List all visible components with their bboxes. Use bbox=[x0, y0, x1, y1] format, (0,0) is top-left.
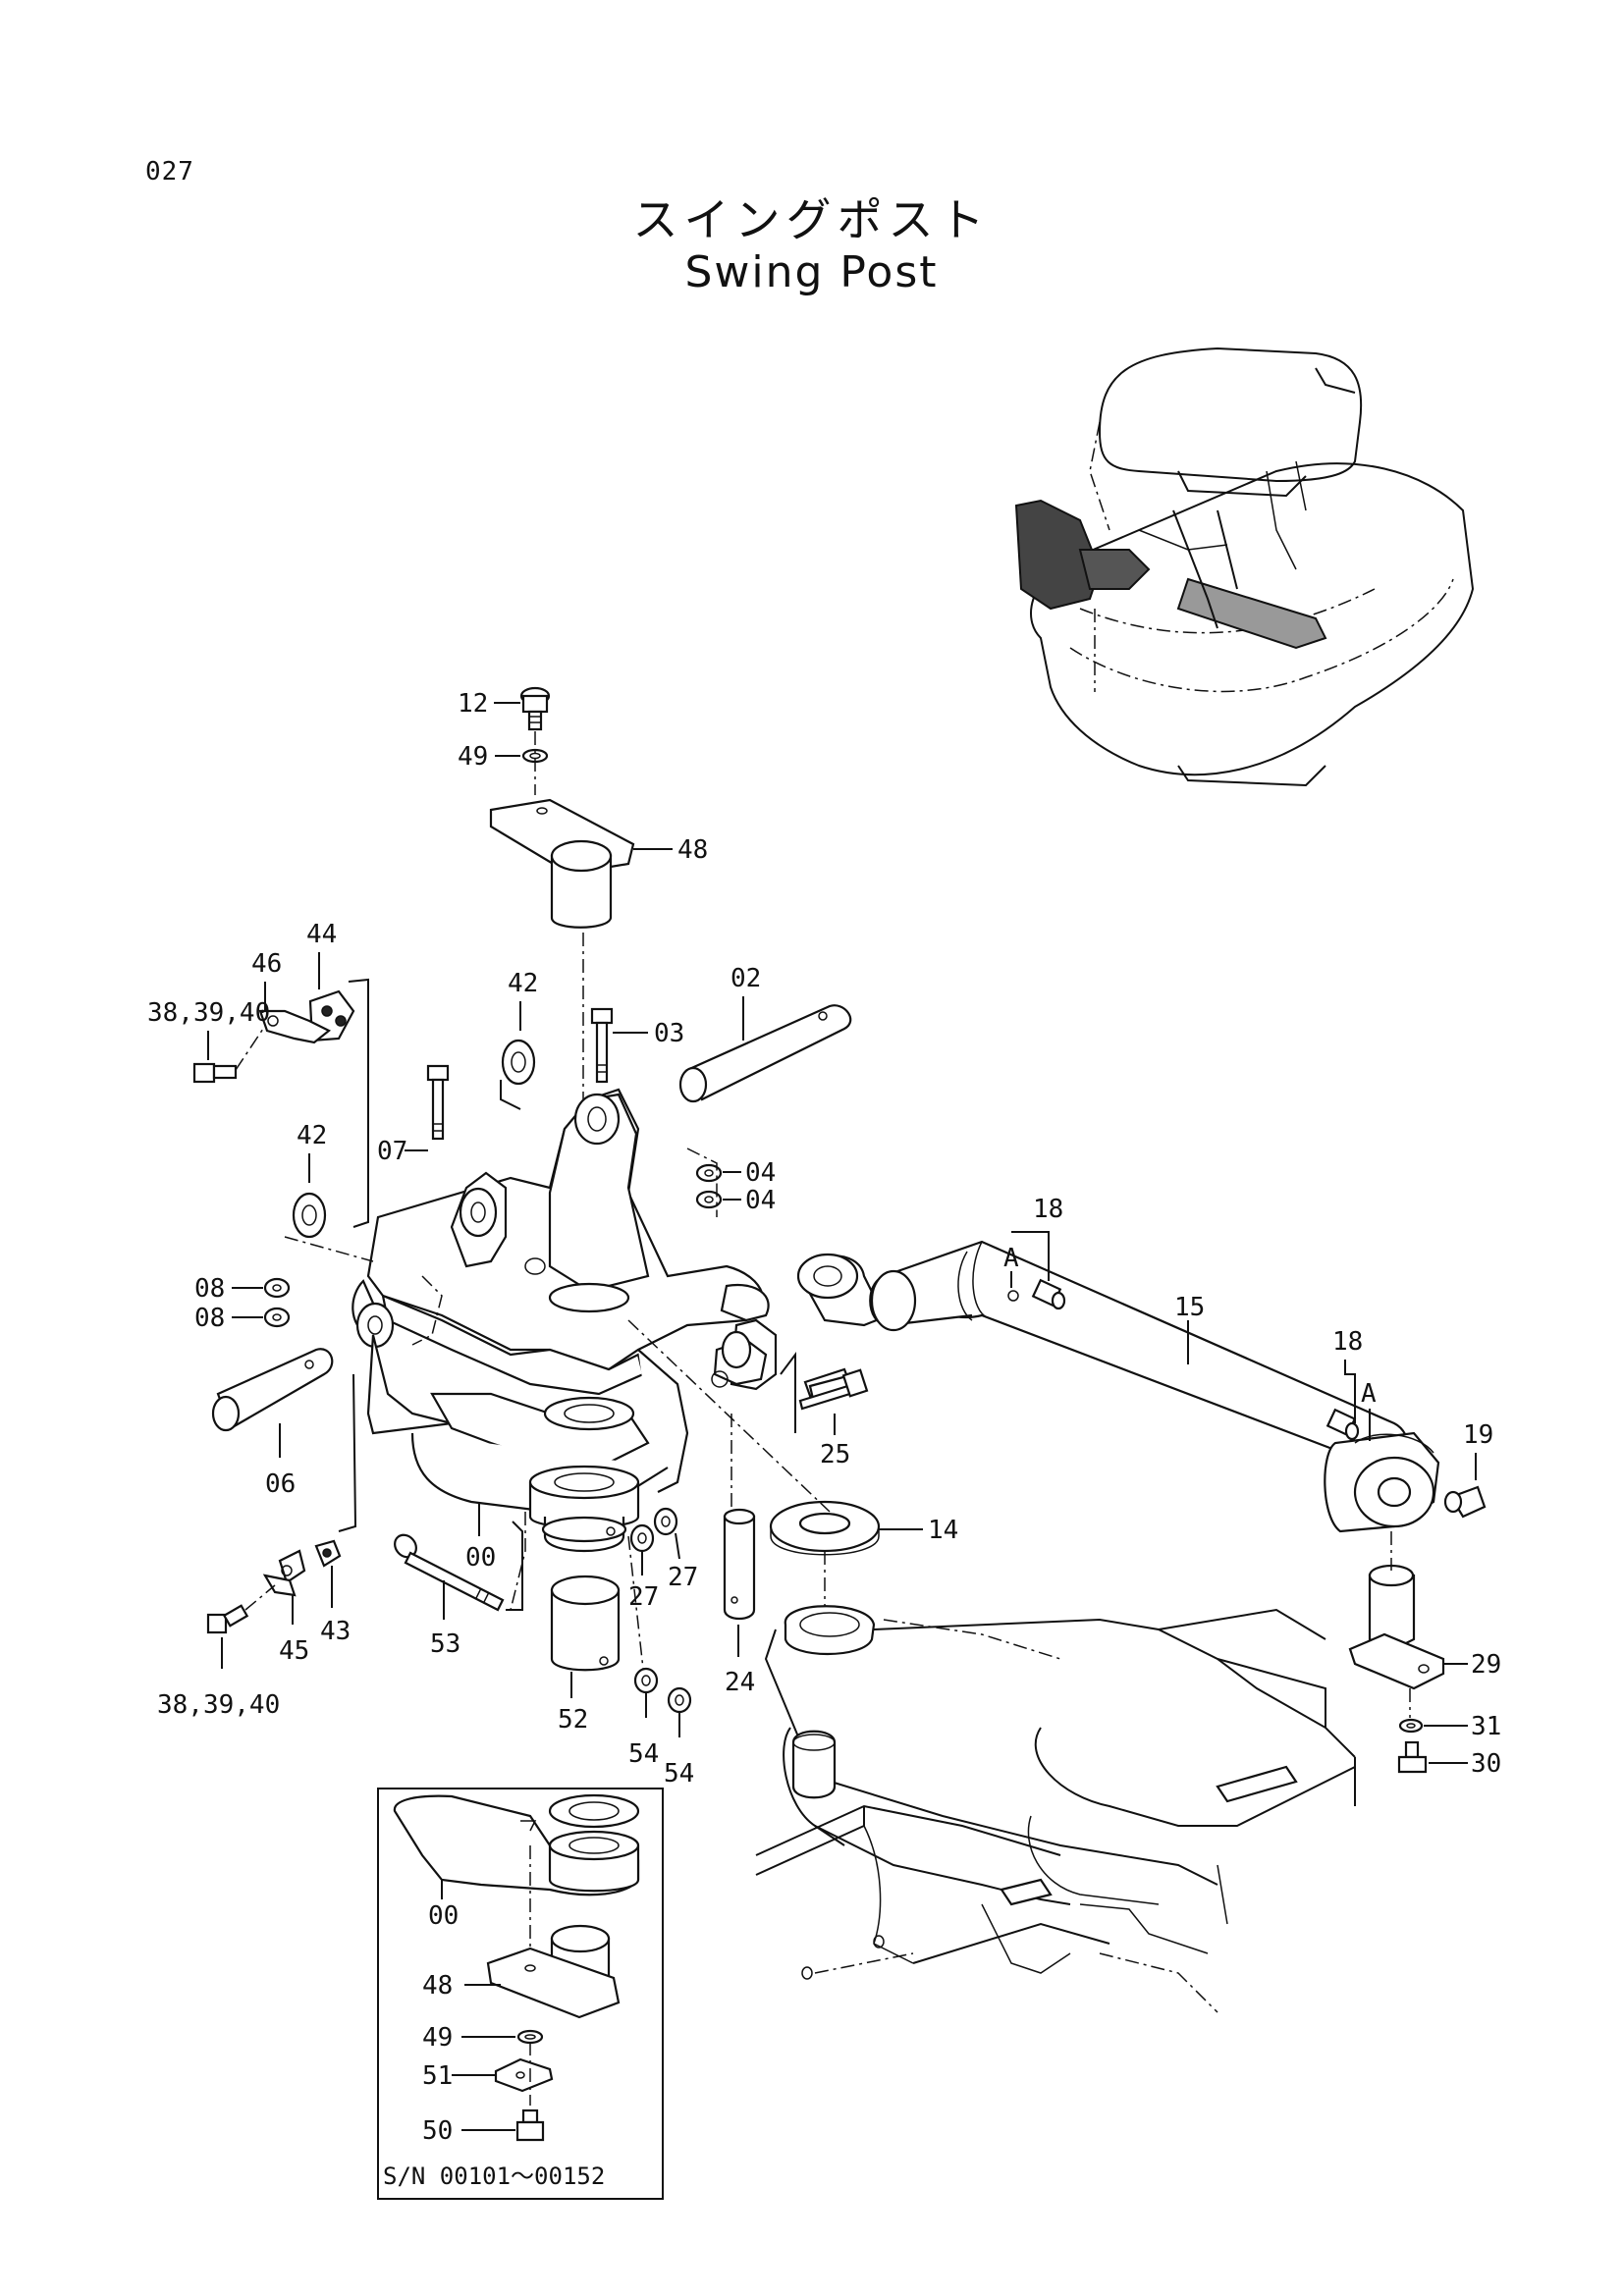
frame-structure bbox=[755, 1605, 1356, 2013]
part-42-washer-a bbox=[501, 1039, 536, 1086]
callout-49-inset: 49 bbox=[422, 2023, 453, 2053]
callout-00: 00 bbox=[465, 1543, 496, 1573]
callout-04-a: 04 bbox=[745, 1158, 776, 1188]
part-08-nut-a bbox=[263, 1277, 291, 1299]
callout-27-a: 27 bbox=[628, 1582, 659, 1612]
part-27-nut-b bbox=[653, 1507, 678, 1536]
callout-52: 52 bbox=[558, 1705, 588, 1735]
part-04-nut-a bbox=[695, 1163, 723, 1183]
callout-54-a: 54 bbox=[628, 1739, 659, 1769]
part-24-pin bbox=[723, 1508, 756, 1621]
callout-42-a: 42 bbox=[508, 969, 538, 998]
callout-08-b: 08 bbox=[194, 1304, 225, 1333]
part-08-nut-b bbox=[263, 1307, 291, 1328]
part-04-nut-b bbox=[695, 1190, 723, 1209]
callout-45: 45 bbox=[279, 1636, 309, 1666]
callout-38-39-40-bottom: 38,39,40 bbox=[157, 1690, 280, 1720]
part-53-long-bolt bbox=[394, 1533, 505, 1612]
swing-post-bracket bbox=[352, 1088, 770, 1552]
title-japanese: スイングポスト bbox=[632, 193, 991, 246]
page-number: 027 bbox=[145, 157, 194, 187]
callout-25: 25 bbox=[820, 1440, 850, 1469]
part-42-washer-b bbox=[292, 1192, 327, 1239]
part-43-cushion bbox=[314, 1539, 342, 1568]
part-29-pin-plate bbox=[1348, 1564, 1445, 1690]
callout-48-top: 48 bbox=[677, 835, 708, 865]
part-19-fitting bbox=[1443, 1485, 1487, 1519]
title-english: Swing Post bbox=[684, 247, 939, 297]
part-54-nut-a bbox=[633, 1667, 659, 1694]
part-14-thrust-washer bbox=[769, 1500, 881, 1556]
serial-inset bbox=[377, 1788, 664, 2200]
inset-serial-range: S/N 00101～00152 bbox=[383, 2163, 605, 2190]
cylinder-rod-eye bbox=[796, 1253, 891, 1327]
callout-48-inset: 48 bbox=[422, 1971, 453, 2001]
callout-18-b: 18 bbox=[1332, 1327, 1363, 1357]
part-45-clamp bbox=[262, 1549, 306, 1597]
callout-15: 15 bbox=[1174, 1293, 1205, 1322]
part-54-nut-b bbox=[667, 1686, 692, 1714]
callout-00-inset: 00 bbox=[428, 1901, 459, 1931]
callout-06: 06 bbox=[265, 1469, 296, 1499]
part-15-cylinder bbox=[869, 1240, 1440, 1533]
callout-08-a: 08 bbox=[194, 1274, 225, 1304]
callout-14: 14 bbox=[928, 1516, 958, 1545]
part-31-washer bbox=[1398, 1718, 1424, 1734]
callout-53: 53 bbox=[430, 1629, 460, 1659]
callout-44: 44 bbox=[306, 920, 337, 949]
cylinder-rod-end bbox=[711, 1318, 778, 1391]
part-18-grease-nipple-b bbox=[1325, 1408, 1360, 1441]
callout-50: 50 bbox=[422, 2116, 453, 2146]
machine-overview-illustration bbox=[1014, 347, 1475, 787]
callout-A-b: A bbox=[1361, 1379, 1377, 1409]
callout-29: 29 bbox=[1471, 1650, 1501, 1680]
part-06-pin bbox=[211, 1348, 334, 1432]
part-03-bolt bbox=[590, 1007, 614, 1084]
callout-54-b: 54 bbox=[664, 1759, 694, 1789]
part-07-bolt bbox=[426, 1064, 450, 1141]
callout-02: 02 bbox=[730, 964, 761, 993]
part-02-pin bbox=[678, 1004, 852, 1103]
callout-12: 12 bbox=[458, 689, 488, 719]
callout-31: 31 bbox=[1471, 1712, 1501, 1741]
callout-51: 51 bbox=[422, 2061, 453, 2091]
callout-03: 03 bbox=[654, 1019, 684, 1048]
callout-30: 30 bbox=[1471, 1749, 1501, 1779]
callout-46: 46 bbox=[251, 949, 282, 979]
callout-A-a: A bbox=[1003, 1244, 1019, 1273]
callout-18-a: 18 bbox=[1033, 1195, 1063, 1224]
part-38-bolt-top bbox=[192, 1062, 238, 1084]
callout-24: 24 bbox=[725, 1668, 755, 1697]
callout-27-b: 27 bbox=[668, 1563, 698, 1592]
callout-43: 43 bbox=[320, 1617, 351, 1646]
part-30-bolt bbox=[1397, 1740, 1428, 1774]
callout-07: 07 bbox=[377, 1137, 407, 1166]
callout-04-b: 04 bbox=[745, 1186, 776, 1215]
callout-42-b: 42 bbox=[297, 1121, 327, 1150]
part-46-clamp bbox=[258, 1009, 332, 1044]
part-12-bolt bbox=[519, 686, 551, 731]
part-38-bolt-bottom bbox=[206, 1604, 249, 1634]
callout-38-39-40-top: 38,39,40 bbox=[147, 998, 270, 1028]
callout-19: 19 bbox=[1463, 1420, 1493, 1450]
part-27-nut-a bbox=[629, 1523, 655, 1553]
part-48-pin-plate-top bbox=[489, 798, 635, 929]
part-18-grease-nipple-a bbox=[1031, 1278, 1066, 1310]
part-52-bushing bbox=[550, 1575, 621, 1672]
callout-49-top: 49 bbox=[458, 742, 488, 772]
